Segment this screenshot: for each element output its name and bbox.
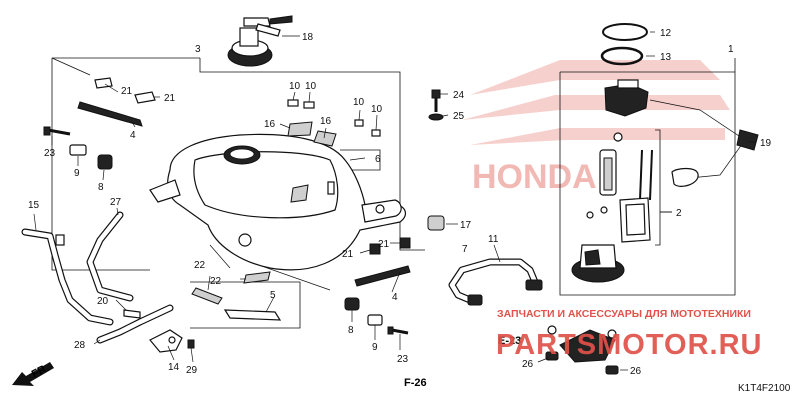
ref-e23: E-23 (498, 335, 521, 347)
callout-8-lower: 8 (348, 325, 354, 336)
callout-4-upper: 4 (130, 130, 136, 141)
fuel-cap (227, 15, 293, 67)
watermark-brand: PARTSMOTOR.RU (496, 329, 762, 361)
callout-7: 7 (462, 244, 468, 255)
callout-26-a: 26 (522, 359, 534, 370)
callout-10-d: 10 (371, 104, 383, 115)
callout-20: 20 (97, 296, 109, 307)
watermark: ЗАПЧАСТИ И АКСЕССУАРЫ ДЛЯ МОТОТЕХНИКИ PA… (496, 308, 762, 361)
callout-28: 28 (74, 340, 86, 351)
callout-26-b: 26 (630, 366, 642, 377)
honda-wing-logo: HONDA (462, 60, 730, 196)
callout-3: 3 (195, 44, 201, 55)
callout-1: 1 (728, 44, 734, 55)
callout-16-b: 16 (320, 116, 332, 127)
callout-10-b: 10 (305, 81, 317, 92)
callout-21-c: 21 (342, 249, 354, 260)
callout-21-d: 21 (378, 239, 390, 250)
callout-4-lower: 4 (392, 292, 398, 303)
callout-13: 13 (660, 52, 672, 63)
left-hardware (43, 77, 445, 335)
callout-14: 14 (168, 362, 180, 373)
callout-10-a: 10 (289, 81, 301, 92)
pump-retainer-plate (545, 325, 619, 375)
callout-22-a: 22 (194, 260, 206, 271)
callout-21-a: 21 (121, 86, 133, 97)
fuel-pump-assembly (571, 23, 759, 283)
callout-10-c: 10 (353, 97, 365, 108)
callout-6: 6 (375, 154, 381, 165)
callout-19: 19 (760, 138, 772, 149)
callout-23-upper: 23 (44, 148, 56, 159)
callout-5: 5 (270, 290, 276, 301)
fuel-tank (149, 121, 407, 271)
leader-lines (33, 31, 756, 371)
callout-8-upper: 8 (98, 182, 104, 193)
ref-f26: F-26 (404, 377, 427, 389)
callout-9-upper: 9 (74, 168, 80, 179)
callout-9-lower: 9 (372, 342, 378, 353)
breather-hoses (21, 211, 195, 353)
catalog-code: K1T4F2100 (738, 383, 791, 394)
reference-codes: E-23 F-26 K1T4F2100 (404, 335, 791, 394)
honda-logo-text: HONDA (472, 158, 597, 196)
callout-16-a: 16 (264, 119, 276, 130)
callout-17: 17 (460, 220, 472, 231)
fuel-feed-hose (448, 258, 543, 306)
callout-24: 24 (453, 90, 465, 101)
callout-labels: 1 2 3 4 4 5 6 7 8 8 9 9 10 10 10 10 11 1… (28, 28, 772, 377)
callout-23-lower: 23 (397, 354, 409, 365)
callout-2: 2 (676, 208, 682, 219)
front-arrow: FR. (12, 362, 54, 386)
callout-27: 27 (110, 197, 122, 208)
callout-21-b: 21 (164, 93, 176, 104)
callout-18: 18 (302, 32, 314, 43)
callout-15: 15 (28, 200, 40, 211)
callout-25: 25 (453, 111, 465, 122)
callout-22-b: 22 (210, 276, 222, 287)
watermark-tagline: ЗАПЧАСТИ И АКСЕССУАРЫ ДЛЯ МОТОТЕХНИКИ (497, 308, 751, 320)
callout-29: 29 (186, 365, 198, 376)
callout-12: 12 (660, 28, 672, 39)
callout-11: 11 (488, 234, 499, 245)
tank-underside-lines (209, 244, 331, 291)
